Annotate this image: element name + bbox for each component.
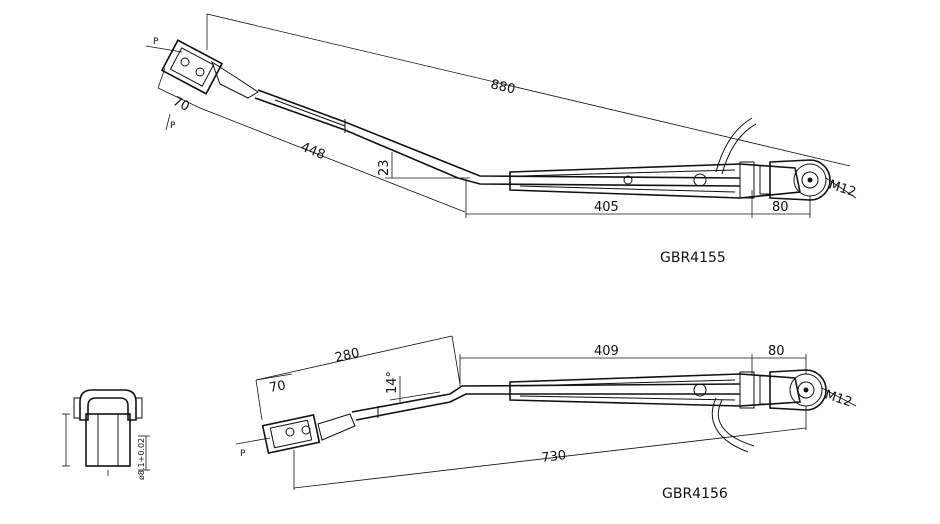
dim-offset-top: 23 <box>377 159 392 176</box>
section-marker-top-a: P <box>153 37 159 47</box>
model-code-top: GBR4155 <box>660 250 726 266</box>
dim-angle-bottom: 14° <box>385 371 400 394</box>
section-marker-top-b: P <box>170 121 176 131</box>
dim-bore-section: ø8.1+0.02 <box>137 438 146 480</box>
arm-rod-bottom <box>351 383 741 421</box>
section-marker-bottom: P <box>240 449 246 459</box>
thread-label-bottom: M12 <box>823 388 854 411</box>
dim-arm-length-top: 448 <box>299 140 328 163</box>
blade-connector-top <box>160 39 259 99</box>
arm-body-bottom <box>509 371 801 453</box>
wiper-arm-gbr4155: 880 70 448 23 405 80 M12 <box>145 13 858 266</box>
dim-pivot-section-top: 405 <box>594 200 619 215</box>
dim-blade-end-bottom: 70 <box>268 378 287 396</box>
dim-overall-top: 880 <box>489 77 517 97</box>
dim-blade-end-top: 70 <box>170 94 191 115</box>
section-view-p: ø8.1+0.02 <box>62 389 150 480</box>
dim-arm-length-bottom: 280 <box>334 346 362 366</box>
dim-overall-bottom: 730 <box>541 448 567 466</box>
dim-pivot-end-top: 80 <box>772 200 789 215</box>
dim-pivot-section-bottom: 409 <box>594 344 619 359</box>
dimensions-bottom: 280 70 14° 409 80 730 M12 <box>235 335 857 490</box>
dimensions-top: 880 70 448 23 405 80 M12 <box>145 13 858 218</box>
dim-pivot-end-bottom: 80 <box>768 344 785 359</box>
wiper-arm-gbr4156: 280 70 14° 409 80 730 M12 <box>235 335 857 502</box>
thread-label-top: M12 <box>827 178 858 201</box>
blade-connector-bottom <box>261 413 356 455</box>
model-code-bottom: GBR4156 <box>662 486 728 502</box>
